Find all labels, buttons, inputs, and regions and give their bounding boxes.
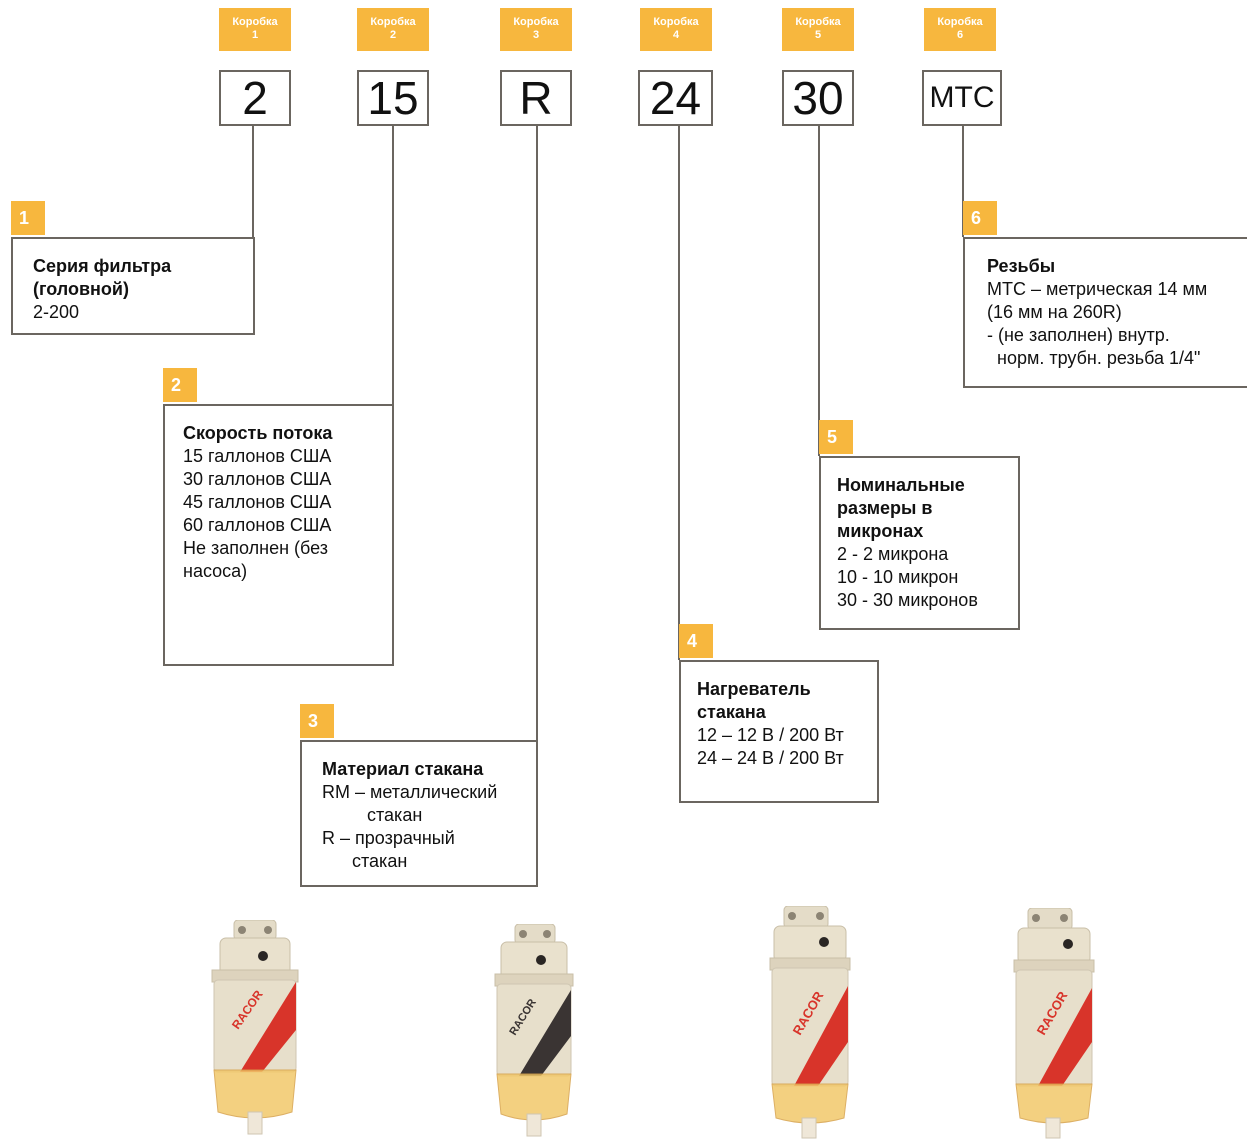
section-value: стакан [322,805,423,825]
section-value: норм. трубн. резьба 1/4" [987,348,1201,368]
section-box-3: Материал стакана RM – металлический стак… [300,740,538,887]
filter-product-image-2: RACOR [494,924,574,1137]
section-title: Резьбы [987,256,1056,276]
code-box-3: R [500,70,572,126]
section-value: 2 - 2 микрона [837,544,949,564]
box-tag-3: Коробка 3 [500,8,572,51]
section-title: Скорость потока [183,423,333,443]
section-value: 30 галлонов США [183,469,332,489]
section-title: микронах [837,521,924,541]
section-number-2: 2 [163,368,197,402]
filter-product-image-3: RACOR [769,906,851,1139]
section-box-1: Серия фильтра (головной) 2-200 [11,237,255,335]
code-box-6: MTC [922,70,1002,126]
section-value: 2-200 [33,302,80,322]
section-title: стакана [697,702,766,722]
box-tag-label: Коробка [795,16,841,28]
section-number-1: 1 [11,201,45,235]
section-value: 15 галлонов США [183,446,332,466]
section-number-3: 3 [300,704,334,738]
section-title: Нагреватель [697,679,811,699]
box-tag-number: 3 [532,29,540,41]
section-value: 45 галлонов США [183,492,332,512]
box-tag-label: Коробка [513,16,559,28]
code-box-1: 2 [219,70,291,126]
box-tag-2: Коробка 2 [357,8,429,51]
filter-product-image-1: RACOR [211,920,299,1135]
section-value: насоса) [183,561,248,581]
section-value: (16 мм на 260R) [987,302,1122,322]
code-box-4: 24 [638,70,713,126]
section-title: Материал стакана [322,759,484,779]
section-value: Не заполнен (без [183,538,329,558]
section-box-4: Нагреватель стакана 12 – 12 В / 200 Вт 2… [679,660,879,803]
section-number-4: 4 [679,624,713,658]
section-value: RM – металлический [322,782,498,802]
section-title: Номинальные [837,475,965,495]
section-title: (головной) [33,279,129,299]
section-value: 10 - 10 микрон [837,567,959,587]
code-box-5: 30 [782,70,854,126]
section-value: стакан [322,851,408,871]
box-tag-label: Коробка [232,16,278,28]
box-tag-number: 4 [672,29,680,41]
box-tag-5: Коробка 5 [782,8,854,51]
code-box-2: 15 [357,70,429,126]
section-box-2: Скорость потока 15 галлонов США 30 галло… [163,404,394,666]
section-number-6: 6 [963,201,997,235]
box-tag-label: Коробка [653,16,699,28]
section-value: 30 - 30 микронов [837,590,978,610]
box-tag-number: 5 [814,29,822,41]
section-value: - (не заполнен) внутр. [987,325,1170,345]
section-value: R – прозрачный [322,828,455,848]
section-value: MTC – метрическая 14 мм [987,279,1208,299]
box-tag-number: 1 [251,29,259,41]
box-tag-4: Коробка 4 [640,8,712,51]
box-tag-label: Коробка [937,16,983,28]
box-tag-1: Коробка 1 [219,8,291,51]
section-number-5: 5 [819,420,853,454]
section-box-6: Резьбы MTC – метрическая 14 мм (16 мм на… [963,237,1247,388]
section-title: Серия фильтра [33,256,172,276]
box-tag-label: Коробка [370,16,416,28]
section-value: 60 галлонов США [183,515,332,535]
box-tag-6: Коробка 6 [924,8,996,51]
section-box-5: Номинальные размеры в микронах 2 - 2 мик… [819,456,1020,630]
section-value: 24 – 24 В / 200 Вт [697,748,844,768]
section-value: 12 – 12 В / 200 Вт [697,725,844,745]
box-tag-number: 6 [956,29,964,41]
box-tag-number: 2 [389,29,397,41]
section-title: размеры в [837,498,933,518]
filter-product-image-4: RACOR [1013,908,1095,1139]
